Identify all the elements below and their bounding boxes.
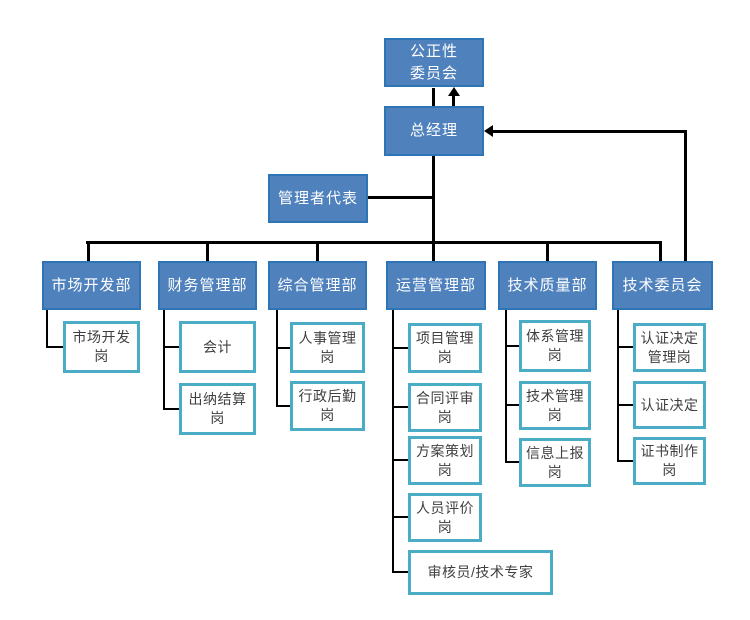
node-dept-tech-committee: 技术委员会 xyxy=(612,261,713,310)
connector-finance-branch-2 xyxy=(163,408,179,410)
connector-stub-operations xyxy=(432,244,435,261)
connector-operations-branch-1 xyxy=(392,347,408,349)
connector-quality-branch-3 xyxy=(505,461,519,463)
post-market-development: 市场开发 岗 xyxy=(63,321,140,373)
arrow-left-to-gm-icon xyxy=(484,125,493,137)
post-auditor-technical-expert: 审核员/技术专家 xyxy=(408,550,553,595)
connector-quality-drop xyxy=(505,310,507,462)
connector-committee-branch-3 xyxy=(617,460,633,462)
post-scheme-planning: 方案策划 岗 xyxy=(408,436,482,485)
node-dept-general-management: 综合管理部 xyxy=(268,261,367,310)
connector-admin-drop xyxy=(276,310,278,406)
post-certification-decision-management: 认证决定 管理岗 xyxy=(633,323,706,372)
connector-stub-finance xyxy=(206,244,209,261)
post-admin-logistics: 行政后勤 岗 xyxy=(290,381,365,431)
connector-operations-branch-5 xyxy=(392,571,408,573)
node-dept-operations-management: 运营管理部 xyxy=(386,261,486,310)
connector-quality-branch-1 xyxy=(505,345,519,347)
connector-quality-branch-2 xyxy=(505,404,519,406)
post-technical-management: 技术管理 岗 xyxy=(519,381,591,430)
post-personnel-evaluation: 人员评价 岗 xyxy=(408,493,482,542)
connector-committee-drop xyxy=(617,310,619,461)
node-impartiality-committee: 公正性 委员会 xyxy=(384,38,484,87)
node-dept-tech-quality: 技术质量部 xyxy=(498,261,597,310)
connector-gm-trunk xyxy=(432,156,435,243)
node-dept-finance-management: 财务管理部 xyxy=(158,261,257,310)
connector-market-drop xyxy=(46,310,48,347)
post-certification-decision: 认证决定 xyxy=(633,381,706,429)
connector-operations-drop xyxy=(392,310,394,572)
post-system-management: 体系管理 岗 xyxy=(519,320,591,372)
post-certificate-production: 证书制作 岗 xyxy=(633,437,706,485)
node-management-representative: 管理者代表 xyxy=(268,174,368,223)
connector-committee-feedback-horizontal xyxy=(493,130,687,133)
connector-stub-market xyxy=(87,244,90,261)
connector-committee-feedback-vertical xyxy=(684,130,687,261)
connector-admin-branch-1 xyxy=(276,347,290,349)
connector-admin-branch-2 xyxy=(276,405,290,407)
connector-operations-branch-4 xyxy=(392,516,408,518)
connector-finance-branch-1 xyxy=(163,346,179,348)
post-hr-management: 人事管理 岗 xyxy=(290,322,365,373)
connector-department-rail xyxy=(86,241,662,244)
node-general-manager: 总经理 xyxy=(384,106,484,156)
connector-rep-to-trunk xyxy=(368,196,432,199)
connector-gm-committee-line xyxy=(432,88,435,106)
connector-operations-branch-3 xyxy=(392,459,408,461)
post-cashier-settlement: 出纳结算 岗 xyxy=(179,383,256,435)
post-project-management: 项目管理 岗 xyxy=(408,323,482,373)
connector-committee-branch-1 xyxy=(617,346,633,348)
post-contract-review: 合同评审 岗 xyxy=(408,383,482,432)
connector-market-branch-1 xyxy=(46,346,63,348)
connector-stub-committee xyxy=(659,244,662,261)
post-accountant: 会计 xyxy=(179,321,256,373)
connector-gm-committee-arrow-shaft xyxy=(452,96,455,106)
connector-committee-branch-2 xyxy=(617,404,633,406)
connector-operations-branch-2 xyxy=(392,406,408,408)
connector-stub-admin xyxy=(316,244,319,261)
post-information-reporting: 信息上报 岗 xyxy=(519,438,591,487)
connector-finance-drop xyxy=(163,310,165,409)
arrow-up-to-committee-icon xyxy=(448,87,460,96)
connector-stub-quality xyxy=(546,244,549,261)
node-dept-market-development: 市场开发部 xyxy=(42,261,141,310)
